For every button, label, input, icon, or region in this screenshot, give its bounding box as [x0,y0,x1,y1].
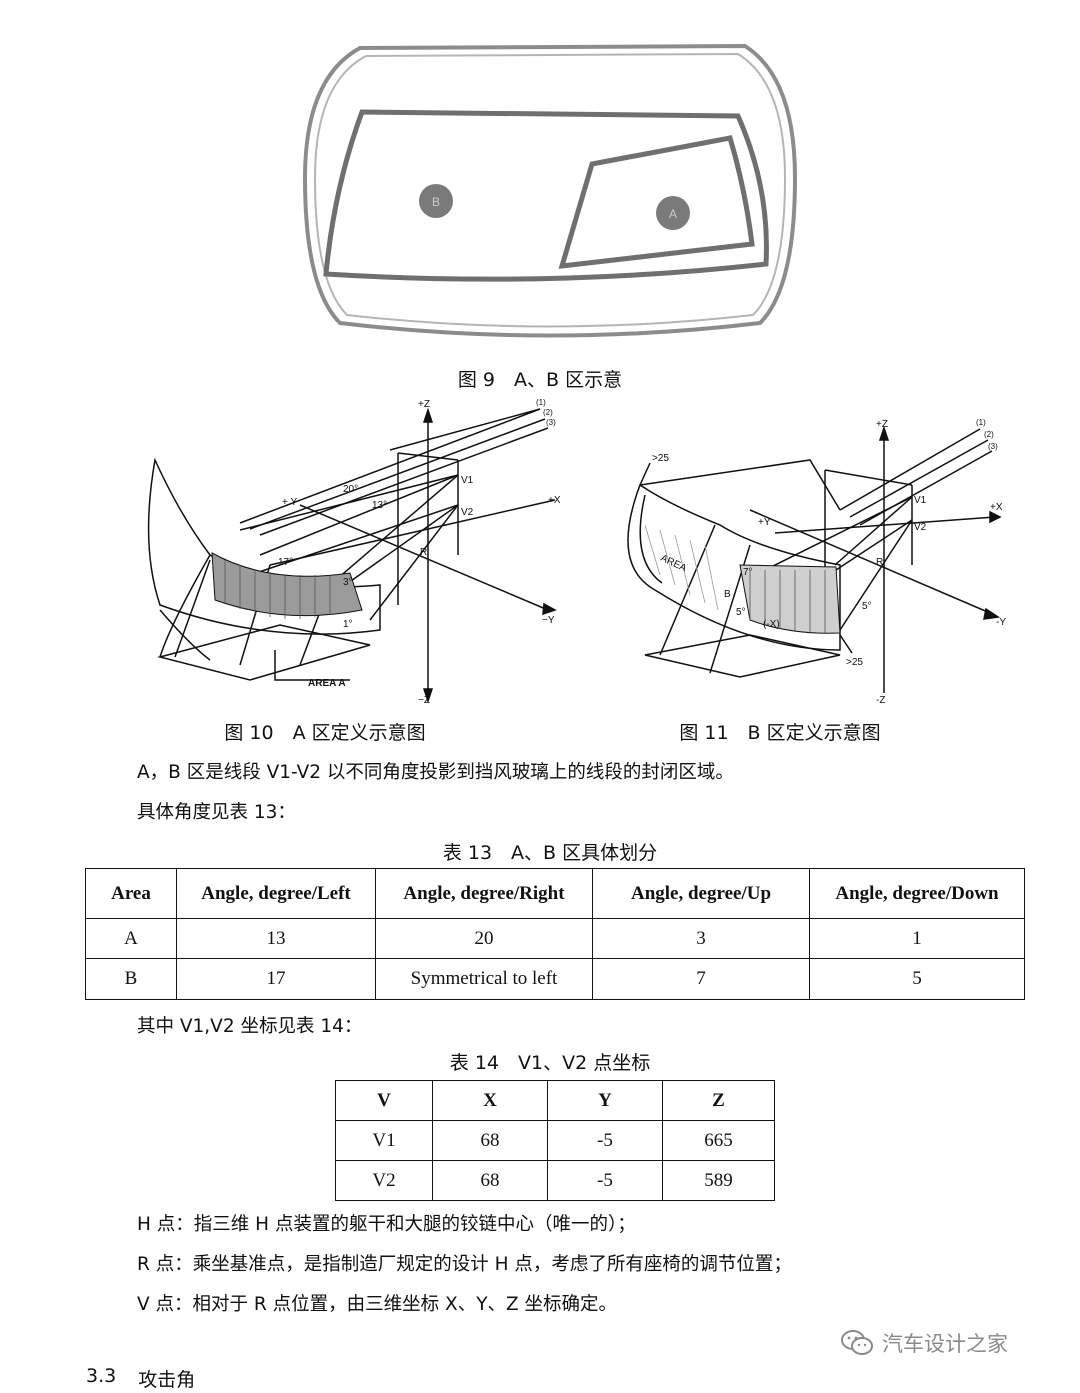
table-cell: 68 [432,1120,548,1161]
table-cell: V2 [335,1160,433,1201]
figure11-caption: 图 11 B 区定义示意图 [679,722,881,744]
area-label: AREA [659,553,689,575]
r-label: R [876,557,883,568]
table-cell: 665 [662,1120,775,1161]
line3-label: (3) [988,442,998,451]
line1-label: (1) [976,418,986,427]
table13-zone-division: Area Angle, degree/Left Angle, degree/Ri… [85,868,1025,1000]
table-header-cell: Area [85,868,177,919]
section-number: 3.3 [86,1365,117,1387]
figure9-caption: 图 9 A、B 区示意 [457,369,623,391]
table-header-row: Area Angle, degree/Left Angle, degree/Ri… [85,868,1025,919]
table-header-cell: Z [662,1080,775,1121]
table-header-cell: Angle, degree/Down [809,868,1025,919]
watermark: 汽车设计之家 [840,1328,1008,1358]
table-header-cell: V [335,1080,433,1121]
plus-x-label: +X [990,502,1003,513]
paragraph-h-point: H 点：指三维 H 点装置的躯干和大腿的铰链中心（唯一的）； [137,1214,636,1235]
figure10-caption: 图 10 A 区定义示意图 [224,722,426,744]
table14-point-coordinates: V X Y Z V1 68 -5 665 V2 68 -5 589 [335,1080,775,1201]
table-header-cell: Angle, degree/Right [375,868,593,919]
zone-a-marker: A [669,207,677,221]
table-cell: 17 [176,958,376,1000]
table-row: A 13 20 3 1 [85,918,1025,959]
line2-label: (2) [543,408,553,417]
figure10-zone-a-drawing: +Z −Z +X −Y + Y (1) (2) (3) V1 V2 R 20° … [147,398,561,705]
angle-13-label: 13° [372,500,387,511]
table-cell: 3 [592,918,810,959]
neg-x-label: (-X) [763,619,780,630]
minus-z-label: −Z [418,695,430,705]
table-row: V2 68 -5 589 [335,1160,775,1201]
table-cell: 589 [662,1160,775,1201]
figure11-zone-b-drawing: +Z -Z +X -Y +Y (1) (2) (3) V1 V2 R >25 >… [627,418,1006,705]
table-cell: 20 [375,918,593,959]
table-header-cell: Y [547,1080,663,1121]
area-a-label: AREA A [308,678,346,689]
paragraph-zone-definition: A，B 区是线段 V1-V2 以不同角度投影到挡风玻璃上的线段的封闭区域。 [137,762,734,783]
b-label: B [724,589,731,600]
table-cell: -5 [547,1120,663,1161]
v2-label: V2 [914,522,927,533]
plus-y-label: +Y [758,517,771,528]
line2-label: (2) [984,430,994,439]
zone-b-marker: B [432,195,440,209]
line3-label: (3) [546,418,556,427]
watermark-text: 汽车设计之家 [882,1332,1008,1356]
figure9-windshield-drawing: B A [302,43,798,338]
gt25-bottom-label: >25 [846,657,863,668]
table14-caption: 表 14 V1、V2 点坐标 [449,1052,651,1074]
table-cell: -5 [547,1160,663,1201]
minus-y-label: −Y [542,615,555,626]
table-header-row: V X Y Z [335,1080,775,1121]
angle-20-label: 20° [343,484,358,495]
table-header-cell: Angle, degree/Left [176,868,376,919]
table-cell: B [85,958,177,1000]
angle-17-label: 17° [278,557,293,568]
plus-z-label: +Z [418,399,430,410]
plus-y-label: + Y [282,497,297,508]
minus-y-label: -Y [996,617,1006,628]
table-cell: 1 [809,918,1025,959]
minus-z-label: -Z [876,695,885,705]
v1-label: V1 [914,495,927,506]
angle-1-label: 1° [343,619,353,630]
angle-5a-label: 5° [736,607,746,618]
angle-7-label: 7° [743,567,753,578]
wechat-icon [841,1330,873,1355]
v2-label: V2 [461,507,474,518]
paragraph-v-point: V 点：相对于 R 点位置，由三维坐标 X、Y、Z 坐标确定。 [137,1294,618,1315]
table-cell: Symmetrical to left [375,958,593,1000]
table-cell: A [85,918,177,959]
table-header-cell: Angle, degree/Up [592,868,810,919]
table-cell: V1 [335,1120,433,1161]
r-label: R [420,547,427,558]
angle-5b-label: 5° [862,601,872,612]
table-cell: 7 [592,958,810,1000]
table-row: V1 68 -5 665 [335,1120,775,1161]
table-cell: 68 [432,1160,548,1201]
table-cell: 5 [809,958,1025,1000]
gt25-top-label: >25 [652,453,669,464]
table13-caption: 表 13 A、B 区具体划分 [442,842,658,864]
line1-label: (1) [536,398,546,407]
paragraph-r-point: R 点：乘坐基准点，是指制造厂规定的设计 H 点，考虑了所有座椅的调节位置； [137,1254,792,1275]
table-cell: 13 [176,918,376,959]
table-header-cell: X [432,1080,548,1121]
section-heading: 3.3 攻击角 [86,1365,195,1392]
v1-label: V1 [461,475,474,486]
section-title: 攻击角 [138,1369,196,1391]
paragraph-angle-reference: 具体角度见表 13： [137,802,296,823]
paragraph-coordinate-reference: 其中 V1,V2 坐标见表 14： [137,1016,363,1037]
table-row: B 17 Symmetrical to left 7 5 [85,958,1025,1000]
angle-3-label: 3° [343,577,353,588]
plus-x-label: +X [548,495,561,506]
plus-z-label: +Z [876,419,888,430]
